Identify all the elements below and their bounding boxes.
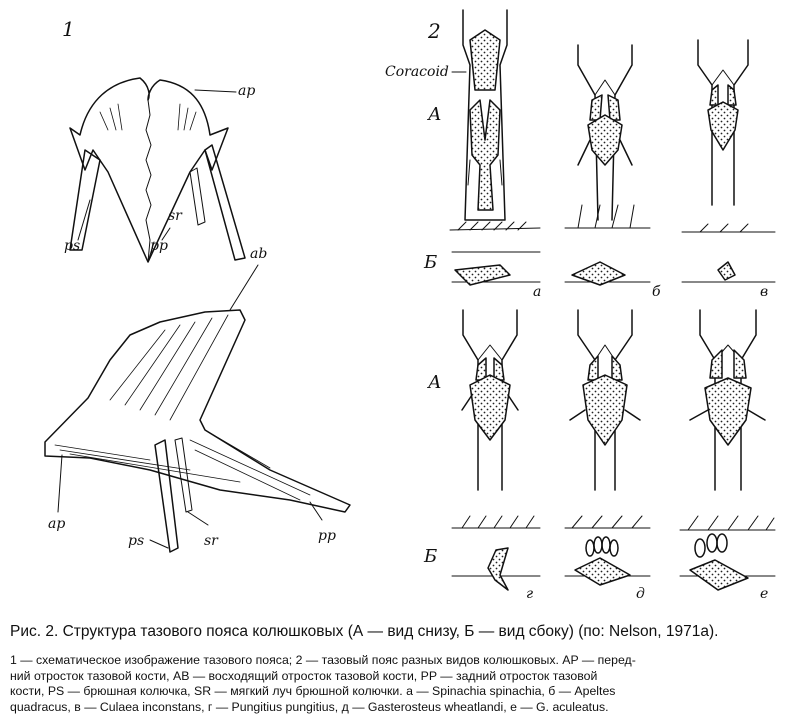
label-sr-side: sr [204, 533, 219, 549]
row-label-b-upper: Б [423, 252, 437, 273]
lateral-view-species-b [564, 204, 651, 286]
species-letter-c: в [760, 284, 768, 300]
pelvic-girdle-ventral-view [69, 77, 246, 263]
label-pp-side: pp [318, 528, 336, 544]
ventral-view-species-f [689, 309, 766, 491]
caption-line: 1 — схематическое изображение тазового п… [10, 653, 636, 667]
lateral-view-species-h [564, 515, 651, 586]
caption-line: ний отросток тазовой кости, AB — восходя… [10, 668, 598, 683]
label-coracoid: Coracoid [385, 64, 449, 80]
figure-pelvic-girdle: 1 ap sr ps pp ab ap ps sr pp 2 Coracoid … [44, 9, 776, 602]
label-sr-top: sr [168, 208, 183, 224]
species-letter-f: е [760, 586, 768, 602]
label-ps-side: ps [128, 533, 144, 549]
row-label-b-lower: Б [423, 546, 437, 567]
row-label-a-lower: А [426, 372, 442, 393]
lateral-view-species-a [449, 221, 541, 286]
lateral-view-species-i [679, 515, 776, 591]
species-letter-b: б [652, 284, 661, 300]
label-ab: ab [250, 246, 267, 262]
panel-1-number: 1 [62, 17, 75, 41]
ventral-view-species-c [697, 39, 749, 206]
figure-caption-body: 1 — схематическое изображение тазового п… [10, 653, 792, 715]
caption-line: quadracus, в — Culaea inconstans, г — Pu… [10, 699, 609, 714]
species-letter-d: г [526, 586, 533, 602]
label-ps-top: ps [64, 238, 80, 254]
lateral-view-species-c [681, 223, 776, 283]
label-ap-side: ap [48, 516, 65, 532]
species-letter-e: д [636, 586, 645, 602]
panel-2-number: 2 [427, 19, 441, 43]
ventral-view-species-e [569, 309, 641, 491]
row-label-a-upper: А [426, 104, 442, 125]
ventral-view-species-d [461, 309, 519, 491]
figure-caption-title: Рис. 2. Структура тазового пояса колюшко… [10, 623, 719, 640]
ventral-view-species-b [577, 44, 633, 221]
species-letter-a: а [533, 284, 541, 300]
pelvic-girdle-lateral-view [44, 264, 351, 553]
label-pp-top: pp [150, 238, 168, 254]
label-ap-top: ap [238, 83, 255, 99]
ventral-view-species-a [462, 9, 508, 221]
lateral-view-species-g [451, 515, 541, 591]
caption-line: кости, PS — брюшная колючка, SR — мягкий… [10, 684, 616, 698]
